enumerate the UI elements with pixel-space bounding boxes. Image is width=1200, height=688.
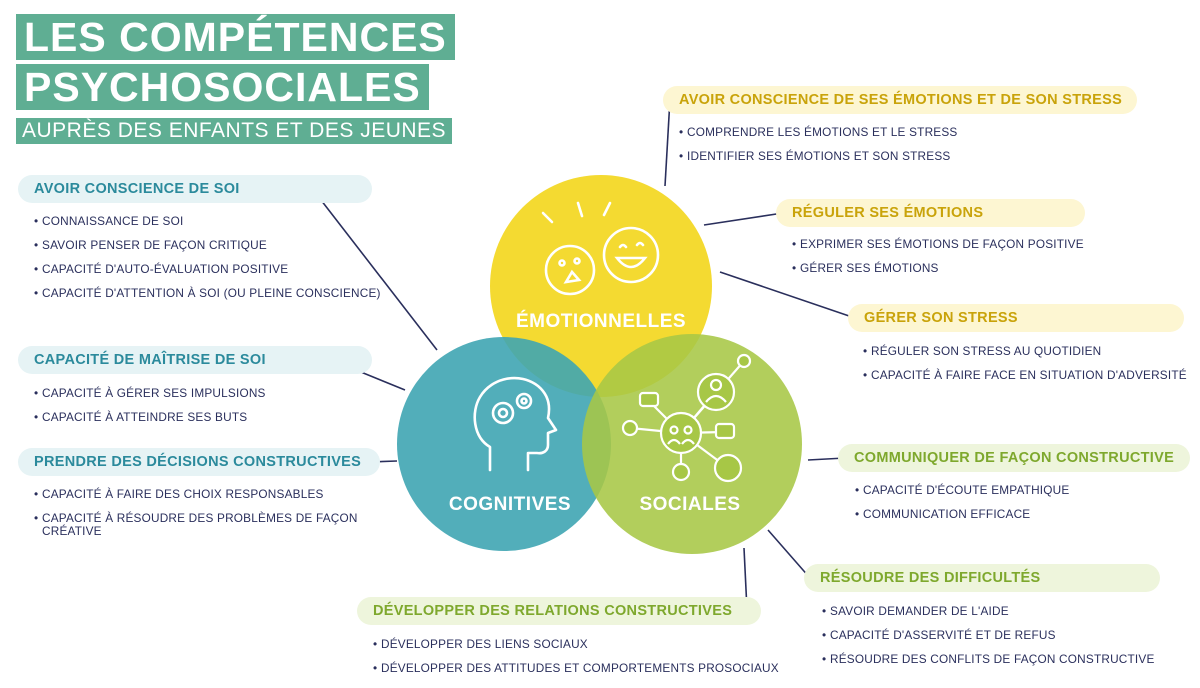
connector-reguler: [703, 212, 784, 226]
list-decisions: CAPACITÉ À FAIRE DES CHOIX RESPONSABLES …: [34, 488, 374, 549]
list-item: SAVOIR PENSER DE FAÇON CRITIQUE: [34, 239, 381, 253]
list-reguler: EXPRIMER SES ÉMOTIONS DE FAÇON POSITIVE …: [792, 238, 1084, 286]
list-item: CAPACITÉ À FAIRE DES CHOIX RESPONSABLES: [34, 488, 374, 502]
list-item: EXPRIMER SES ÉMOTIONS DE FAÇON POSITIVE: [792, 238, 1084, 252]
list-item: GÉRER SES ÉMOTIONS: [792, 262, 1084, 276]
group-title-relations: DÉVELOPPER DES RELATIONS CONSTRUCTIVES: [357, 597, 761, 625]
group-title-decisions: PRENDRE DES DÉCISIONS CONSTRUCTIVES: [18, 448, 380, 476]
list-item: CAPACITÉ À GÉRER SES IMPULSIONS: [34, 387, 266, 401]
group-title-soi: AVOIR CONSCIENCE DE SOI: [18, 175, 372, 203]
list-emotions-conscience: COMPRENDRE LES ÉMOTIONS ET LE STRESS IDE…: [679, 126, 958, 174]
circle-cognitives: [397, 337, 611, 551]
title-line-1: LES COMPÉTENCES: [16, 14, 455, 60]
list-item: CAPACITÉ D'ÉCOUTE EMPATHIQUE: [855, 484, 1069, 498]
connector-stress: [719, 271, 856, 319]
list-item: DÉVELOPPER DES LIENS SOCIAUX: [373, 638, 779, 652]
label-cognitives: COGNITIVES: [449, 494, 571, 515]
network-icon: [621, 353, 752, 483]
list-communiquer: CAPACITÉ D'ÉCOUTE EMPATHIQUE COMMUNICATI…: [855, 484, 1069, 532]
list-item: DÉVELOPPER DES ATTITUDES ET COMPORTEMENT…: [373, 662, 779, 676]
list-item: COMPRENDRE LES ÉMOTIONS ET LE STRESS: [679, 126, 958, 140]
subtitle: AUPRÈS DES ENFANTS ET DES JEUNES: [16, 118, 453, 144]
head-gears-icon: [473, 376, 558, 472]
connector-difficultes: [767, 529, 811, 579]
group-title-difficultes: RÉSOUDRE DES DIFFICULTÉS: [804, 564, 1160, 592]
list-difficultes: SAVOIR DEMANDER DE L'AIDE CAPACITÉ D'ASS…: [822, 605, 1155, 677]
group-title-reguler: RÉGULER SES ÉMOTIONS: [776, 199, 1085, 227]
list-item: SAVOIR DEMANDER DE L'AIDE: [822, 605, 1155, 619]
connector-emotions-conscience: [664, 98, 671, 187]
list-item: CAPACITÉ D'AUTO-ÉVALUATION POSITIVE: [34, 263, 381, 277]
list-relations: DÉVELOPPER DES LIENS SOCIAUX DÉVELOPPER …: [373, 638, 779, 686]
group-title-maitrise: CAPACITÉ DE MAÎTRISE DE SOI: [18, 346, 372, 374]
faces-icon: [541, 201, 660, 296]
list-item: CAPACITÉ À FAIRE FACE EN SITUATION D'ADV…: [863, 369, 1187, 383]
label-emotionnelles: ÉMOTIONNELLES: [516, 310, 686, 332]
list-item: IDENTIFIER SES ÉMOTIONS ET SON STRESS: [679, 150, 958, 164]
list-item: CONNAISSANCE DE SOI: [34, 215, 381, 229]
list-item: CAPACITÉ À RÉSOUDRE DES PROBLÈMES DE FAÇ…: [34, 512, 374, 538]
list-stress: RÉGULER SON STRESS AU QUOTIDIEN CAPACITÉ…: [863, 345, 1187, 393]
group-title-communiquer: COMMUNIQUER DE FAÇON CONSTRUCTIVE: [838, 444, 1190, 472]
list-maitrise: CAPACITÉ À GÉRER SES IMPULSIONS CAPACITÉ…: [34, 387, 266, 435]
list-item: RÉGULER SON STRESS AU QUOTIDIEN: [863, 345, 1187, 359]
list-item: CAPACITÉ D'ATTENTION À SOI (OU PLEINE CO…: [34, 287, 381, 301]
group-title-emotions-conscience: AVOIR CONSCIENCE DE SES ÉMOTIONS ET DE S…: [663, 86, 1137, 114]
list-item: CAPACITÉ D'ASSERVITÉ ET DE REFUS: [822, 629, 1155, 643]
label-sociales: SOCIALES: [639, 494, 740, 515]
list-item: CAPACITÉ À ATTEINDRE SES BUTS: [34, 411, 266, 425]
list-item: COMMUNICATION EFFICACE: [855, 508, 1069, 522]
group-title-stress: GÉRER SON STRESS: [848, 304, 1184, 332]
list-item: RÉSOUDRE DES CONFLITS DE FAÇON CONSTRUCT…: [822, 653, 1155, 667]
list-soi: CONNAISSANCE DE SOI SAVOIR PENSER DE FAÇ…: [34, 215, 381, 311]
title-line-2: PSYCHOSOCIALES: [16, 64, 429, 110]
